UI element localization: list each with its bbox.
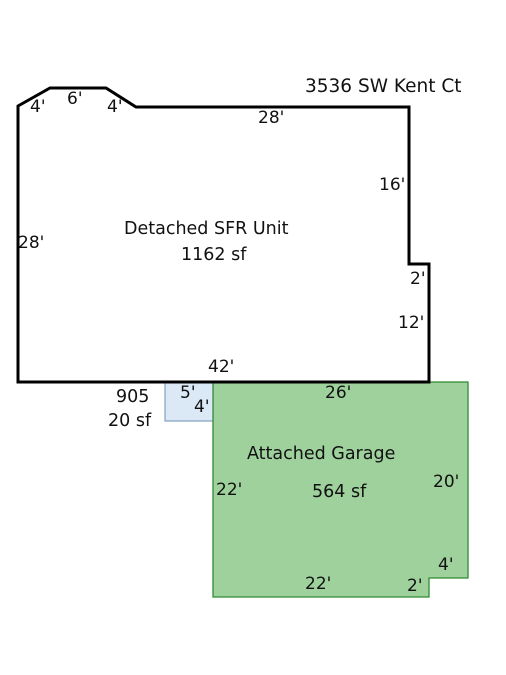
garage-dim-top: 26' [325, 383, 352, 403]
house-area-name: Detached SFR Unit [124, 219, 289, 239]
garage-area-size: 564 sf [312, 482, 367, 502]
house-dim-right-lower: 12' [398, 313, 425, 333]
detached-sfr-unit-outline [16, 86, 431, 384]
garage-dim-right: 20' [433, 472, 460, 492]
house-dim-right-jog: 2' [410, 269, 426, 289]
property-address: 3536 SW Kent Ct [305, 76, 462, 97]
small-area-size: 20 sf [108, 411, 152, 431]
house-dim-top: 28' [258, 108, 285, 128]
small-area-dim-top: 5' [180, 383, 196, 403]
garage-dim-left: 22' [216, 480, 243, 500]
small-area-dim-right: 4' [194, 397, 210, 417]
house-dim-right-upper: 16' [379, 175, 406, 195]
garage-area-name: Attached Garage [247, 444, 396, 464]
attached-garage-shape [212, 381, 469, 598]
small-area-name: 905 [116, 387, 150, 407]
house-dim-top-short: 6' [67, 89, 83, 109]
house-area-size: 1162 sf [181, 245, 247, 265]
house-dim-top-left-angle: 4' [30, 97, 46, 117]
garage-dim-bottom: 22' [305, 574, 332, 594]
garage-dim-bottom-jog-vertical: 4' [438, 555, 454, 575]
house-dim-top-right-angle: 4' [107, 97, 123, 117]
house-dim-bottom: 42' [208, 357, 235, 377]
house-dim-left: 28' [18, 233, 45, 253]
garage-dim-bottom-jog-horizontal: 2' [407, 576, 423, 596]
